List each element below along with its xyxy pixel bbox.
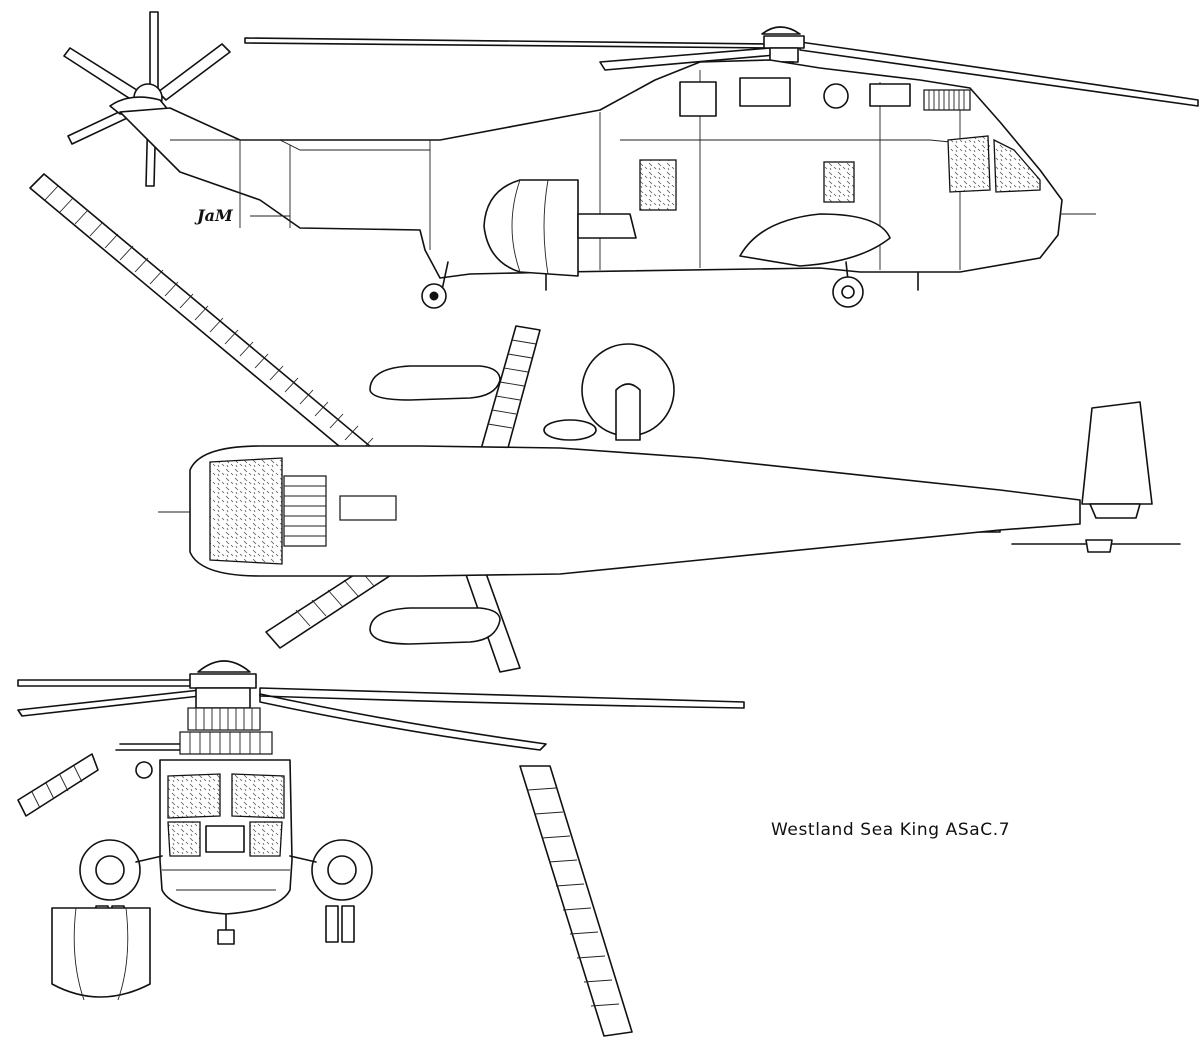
engine-vents [679,77,971,117]
artist-signature: JaM [197,206,233,225]
cockpit-windows-front [167,773,285,857]
main-rotor-blade-front [799,41,1199,107]
sponsons-top [369,365,501,645]
fuselage-top [189,445,1081,577]
radar-radome-side [483,179,637,277]
rotor-blade-front-left [17,679,201,687]
cockpit-windows-side [639,135,1041,211]
radome-top [543,343,675,441]
top-view [29,173,1181,673]
landing-gear-side [421,261,919,309]
side-view [63,11,1199,309]
front-view [17,660,745,1037]
canopy-top [209,457,397,565]
sponson-side [739,213,891,267]
main-rotor-blade-rear [244,37,777,49]
rotor-blade-front-right [259,687,745,709]
tail-fin-top [1011,401,1181,553]
rotor-head-front [179,660,273,755]
sponsons-front [79,839,373,943]
radome-front [51,907,151,998]
fuselage-side [119,59,1063,279]
drawing-title: Westland Sea King ASaC.7 [771,820,1011,840]
